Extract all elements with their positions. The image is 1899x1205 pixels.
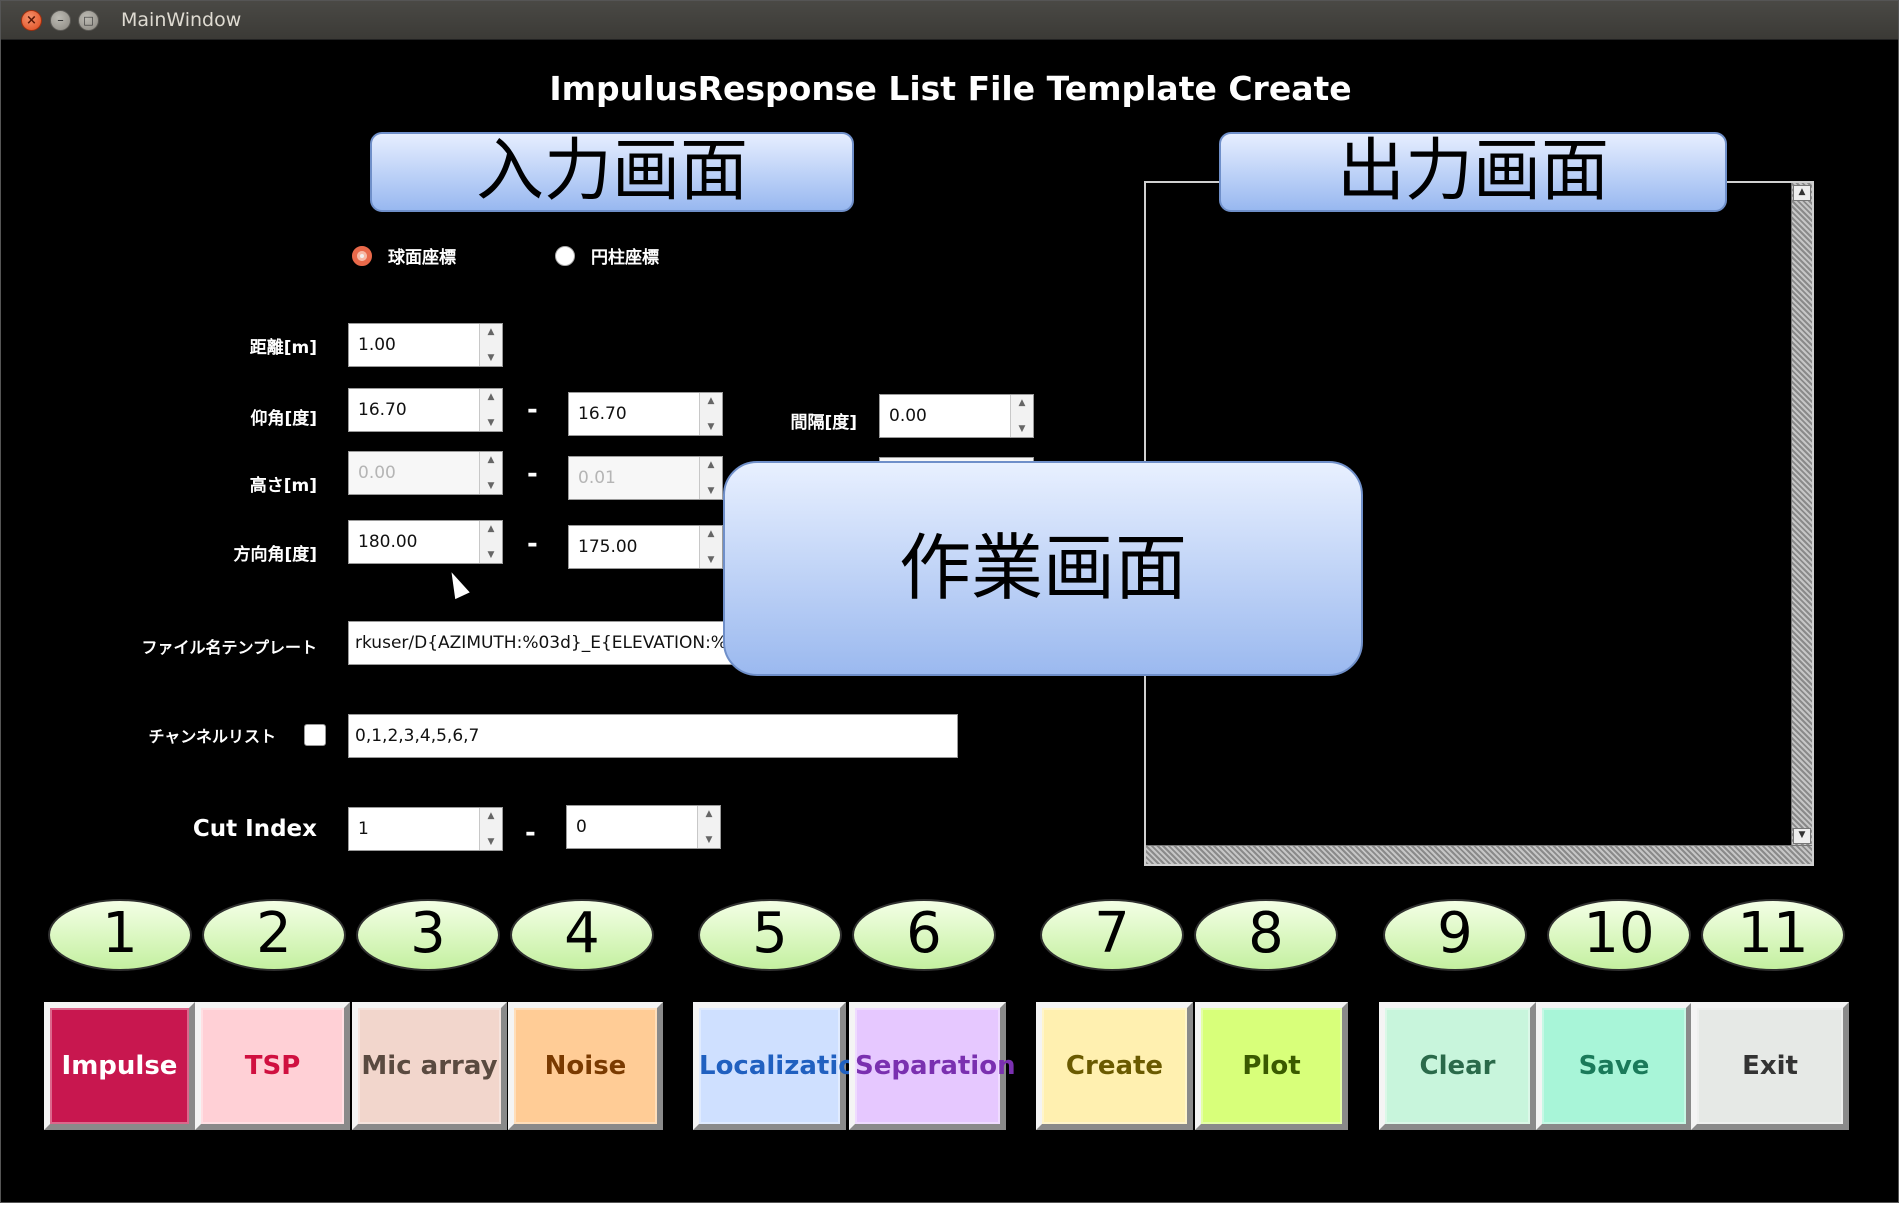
channel-list-checkbox[interactable] <box>304 724 326 746</box>
minimize-window-icon[interactable]: – <box>50 10 71 31</box>
number-label-3: 3 <box>356 899 500 971</box>
radio-cylindrical-label: 円柱座標 <box>591 248 659 268</box>
mic-array-button[interactable]: Mic array <box>352 1002 507 1130</box>
spin-down-icon[interactable]: ▼ <box>707 486 715 496</box>
mouse-cursor-icon <box>444 568 470 600</box>
interval-spinbox[interactable]: 0.00 ▲ ▼ <box>879 394 1034 438</box>
noise-button[interactable]: Noise <box>508 1002 663 1130</box>
number-label-2: 2 <box>202 899 346 971</box>
range-dash: - <box>525 818 536 848</box>
number-label-11: 11 <box>1701 899 1845 971</box>
channel-list-value: 0,1,2,3,4,5,6,7 <box>355 726 480 746</box>
tsp-button[interactable]: TSP <box>195 1002 350 1130</box>
spin-down-icon[interactable]: ▼ <box>487 418 495 428</box>
number-label-9: 9 <box>1383 899 1527 971</box>
radio-selected-icon <box>352 245 372 266</box>
spin-down-icon[interactable]: ▼ <box>707 555 715 565</box>
filename-template-label: ファイル名テンプレート <box>141 638 317 657</box>
scroll-down-icon[interactable]: ▼ <box>1793 828 1811 844</box>
interval-value: 0.00 <box>889 406 927 426</box>
filename-template-value: rkuser/D{AZIMUTH:%03d}_E{ELEVATION:%0 <box>355 633 738 653</box>
spin-down-icon[interactable]: ▼ <box>705 835 713 845</box>
height-from-spinbox[interactable]: 0.00 ▲ ▼ <box>348 451 503 495</box>
localization-button[interactable]: Localization <box>693 1002 875 1130</box>
create-button[interactable]: Create <box>1036 1002 1193 1130</box>
azimuth-from-value: 180.00 <box>358 532 418 552</box>
number-label-1: 1 <box>48 899 192 971</box>
window-title: MainWindow <box>121 9 242 31</box>
interval-label: 間隔[度] <box>790 413 857 433</box>
plot-button[interactable]: Plot <box>1195 1002 1348 1130</box>
clear-button[interactable]: Clear <box>1379 1002 1536 1130</box>
spin-down-icon[interactable]: ▼ <box>487 837 495 847</box>
spin-down-icon[interactable]: ▼ <box>487 481 495 491</box>
spin-down-icon[interactable]: ▼ <box>707 422 715 432</box>
horizontal-scrollbar[interactable] <box>1146 845 1812 864</box>
azimuth-label: 方向角[度] <box>233 545 317 565</box>
spin-up-icon[interactable]: ▲ <box>487 811 495 821</box>
spin-up-icon[interactable]: ▲ <box>705 809 713 819</box>
elevation-to-value: 16.70 <box>578 404 627 424</box>
number-label-8: 8 <box>1194 899 1338 971</box>
cut-index-to-value: 0 <box>576 817 587 837</box>
radio-cylindrical[interactable]: 円柱座標 <box>555 243 659 268</box>
spin-up-icon[interactable]: ▲ <box>487 455 495 465</box>
elevation-from-spinbox[interactable]: 16.70 ▲ ▼ <box>348 388 503 432</box>
distance-label: 距離[m] <box>249 338 317 358</box>
vertical-scrollbar[interactable]: ▲ ▼ <box>1791 183 1812 864</box>
number-label-10: 10 <box>1547 899 1691 971</box>
spin-up-icon[interactable]: ▲ <box>707 529 715 539</box>
separation-button[interactable]: Separation <box>849 1002 1016 1130</box>
number-label-6: 6 <box>852 899 996 971</box>
elevation-label: 仰角[度] <box>250 409 317 429</box>
spin-up-icon[interactable]: ▲ <box>487 392 495 402</box>
range-dash: - <box>527 459 538 489</box>
range-dash: - <box>527 395 538 425</box>
input-panel-label: 入力画面 <box>370 132 854 212</box>
elevation-to-spinbox[interactable]: 16.70 ▲ ▼ <box>568 392 723 436</box>
cut-index-from-spinbox[interactable]: 1 ▲ ▼ <box>348 807 503 851</box>
number-label-7: 7 <box>1040 899 1184 971</box>
height-label: 高さ[m] <box>249 476 317 496</box>
cut-index-label: Cut Index <box>192 816 317 842</box>
output-panel-label: 出力画面 <box>1219 132 1727 212</box>
radio-spherical[interactable]: 球面座標 <box>352 243 456 268</box>
number-label-4: 4 <box>510 899 654 971</box>
spin-down-icon[interactable]: ▼ <box>1018 424 1026 434</box>
spin-down-icon[interactable]: ▼ <box>487 550 495 560</box>
spin-down-icon[interactable]: ▼ <box>487 353 495 363</box>
height-from-value: 0.00 <box>358 463 396 483</box>
save-button[interactable]: Save <box>1536 1002 1692 1130</box>
elevation-from-value: 16.70 <box>358 400 407 420</box>
scroll-up-icon[interactable]: ▲ <box>1793 185 1811 201</box>
distance-value: 1.00 <box>358 335 396 355</box>
radio-spherical-label: 球面座標 <box>388 248 456 268</box>
number-label-5: 5 <box>698 899 842 971</box>
spin-up-icon[interactable]: ▲ <box>487 327 495 337</box>
cut-index-from-value: 1 <box>358 819 369 839</box>
spin-up-icon[interactable]: ▲ <box>487 524 495 534</box>
distance-spinbox[interactable]: 1.00 ▲ ▼ <box>348 323 503 367</box>
azimuth-to-value: 175.00 <box>578 537 638 557</box>
spin-up-icon[interactable]: ▲ <box>1018 398 1026 408</box>
close-window-icon[interactable]: × <box>21 10 42 31</box>
work-panel-label: 作業画面 <box>723 461 1363 676</box>
maximize-window-icon[interactable]: □ <box>78 10 99 31</box>
title-bar: × – □ MainWindow <box>1 1 1898 40</box>
app-title: ImpulusResponse List File Template Creat… <box>549 69 1352 108</box>
impulse-button[interactable]: Impulse <box>44 1002 195 1130</box>
spin-up-icon[interactable]: ▲ <box>707 460 715 470</box>
channel-list-input[interactable]: 0,1,2,3,4,5,6,7 <box>348 714 958 758</box>
azimuth-from-spinbox[interactable]: 180.00 ▲ ▼ <box>348 520 503 564</box>
radio-unselected-icon <box>555 245 575 266</box>
spin-up-icon[interactable]: ▲ <box>707 396 715 406</box>
height-to-spinbox[interactable]: 0.01 ▲ ▼ <box>568 456 723 500</box>
range-dash: - <box>527 529 538 559</box>
exit-button[interactable]: Exit <box>1691 1002 1849 1130</box>
channel-list-label: チャンネルリスト <box>148 727 276 746</box>
azimuth-to-spinbox[interactable]: 175.00 ▲ ▼ <box>568 525 723 569</box>
cut-index-to-spinbox[interactable]: 0 ▲ ▼ <box>566 805 721 849</box>
height-to-value: 0.01 <box>578 468 616 488</box>
